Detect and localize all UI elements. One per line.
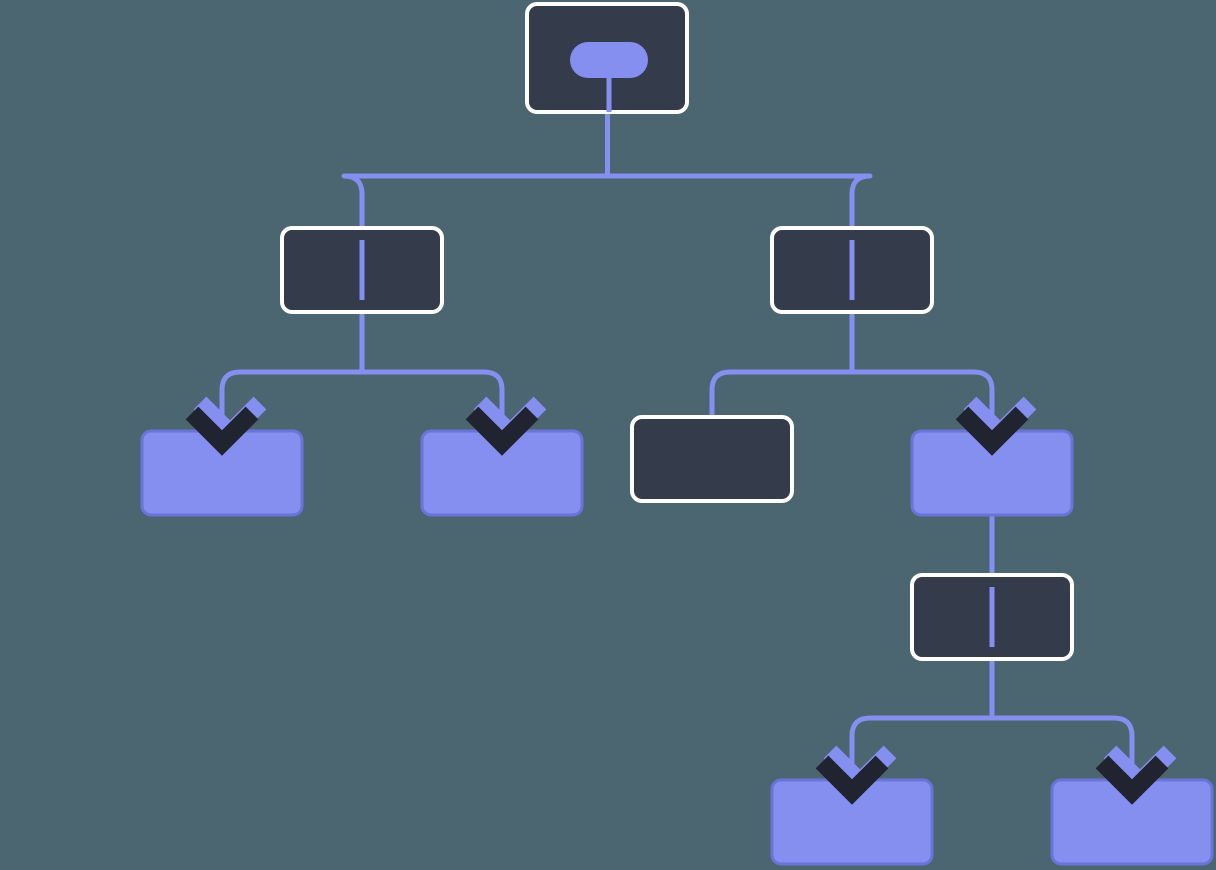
edge-level3-to-node-a[interactable]: [849, 715, 992, 781]
edge-level1-right-to-node-c[interactable]: [709, 369, 852, 418]
arrowhead-layer: [185, 396, 1177, 805]
arrow-into-node-b-dark-chevron-icon: [465, 406, 539, 456]
root-pill-shape: [570, 42, 648, 78]
inner-line-layer: [359, 78, 995, 647]
node-layer: [140, 2, 1214, 866]
connector-layer: [219, 112, 1135, 781]
edge-level1-left-to-node-b[interactable]: [362, 369, 505, 432]
arrow-into-node-d-dark-chevron-icon: [955, 406, 1029, 456]
arrow-into-level4-node-b[interactable]: [1095, 745, 1177, 805]
edge-level1-left-to-node-a[interactable]: [219, 369, 362, 432]
level2-node-c-body[interactable]: [630, 415, 794, 503]
edge-level3-to-node-b[interactable]: [992, 715, 1135, 781]
root-node[interactable]: [525, 2, 689, 114]
edge-level1-right-to-node-d[interactable]: [852, 369, 995, 432]
arrow-into-level4-node-a[interactable]: [815, 745, 897, 805]
arrow-into-node-b[interactable]: [465, 396, 547, 456]
arrow-into-node-a[interactable]: [185, 396, 267, 456]
edge-root-to-level1-left[interactable]: [341, 173, 608, 228]
arrow-into-level4-node-b-dark-chevron-icon: [1095, 755, 1169, 805]
level2-node-c[interactable]: [630, 415, 794, 503]
edge-root-to-level1-right[interactable]: [607, 173, 873, 228]
arrow-into-node-a-dark-chevron-icon: [185, 406, 259, 456]
arrow-into-node-d[interactable]: [955, 396, 1037, 456]
arrow-into-level4-node-a-dark-chevron-icon: [815, 755, 889, 805]
